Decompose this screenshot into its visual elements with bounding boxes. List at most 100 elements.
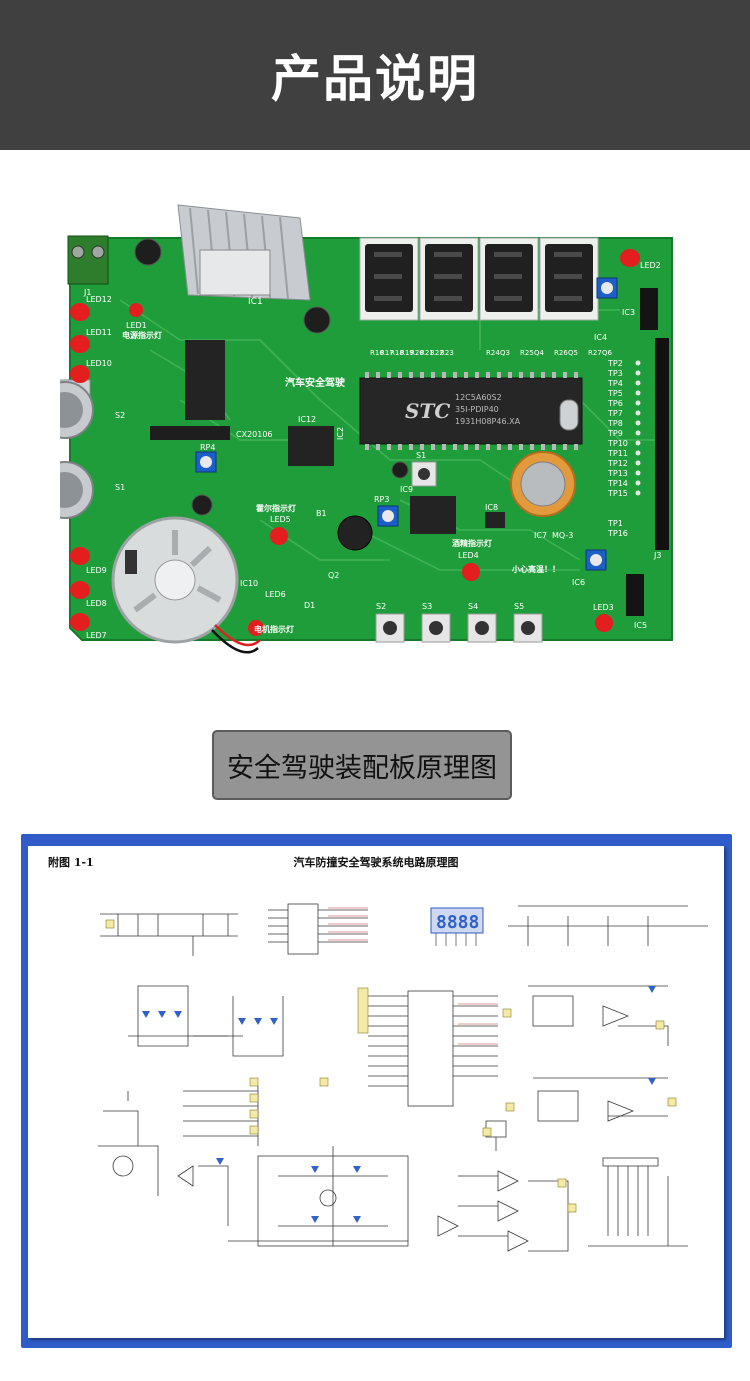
schematic-drawing: 8888 [98, 903, 708, 1252]
svg-text:TP7: TP7 [607, 409, 623, 418]
schematic-paper: 8888 附图 1-1 汽车防撞安全驾驶系统电路原理图 [28, 846, 724, 1338]
header-banner: 产品说明 [0, 0, 750, 150]
svg-text:R17: R17 [380, 349, 394, 357]
heatsink [177, 204, 311, 301]
svg-text:IC5: IC5 [634, 621, 647, 630]
svg-text:RP3: RP3 [374, 495, 389, 504]
schematic-display: 8888 [430, 907, 484, 946]
svg-text:IC4: IC4 [594, 333, 607, 342]
svg-text:TP9: TP9 [607, 429, 623, 438]
svg-text:LED10: LED10 [86, 359, 112, 368]
svg-text:R23: R23 [440, 349, 454, 357]
svg-text:R22: R22 [430, 349, 444, 357]
schematic-section-label: 安全驾驶装配板原理图 [212, 730, 512, 800]
svg-text:LED3: LED3 [593, 603, 614, 612]
pcb-board-photo: IC1 J1 [60, 204, 673, 654]
svg-text:RP4: RP4 [200, 443, 215, 452]
svg-text:R18: R18 [390, 349, 404, 357]
svg-text:R21: R21 [420, 349, 434, 357]
svg-text:MQ-3: MQ-3 [552, 531, 573, 540]
svg-text:LED12: LED12 [86, 295, 112, 304]
svg-text:R27: R27 [588, 349, 602, 357]
motor-led-label: 电机指示灯 [254, 624, 294, 634]
schematic-figure-label: 附图 1-1 [48, 856, 94, 869]
svg-text:S4: S4 [468, 602, 478, 611]
svg-text:R26: R26 [554, 349, 568, 357]
svg-text:TP5: TP5 [607, 389, 623, 398]
svg-text:R24: R24 [486, 349, 500, 357]
power-led-label: 电源指示灯 [122, 330, 162, 340]
svg-text:LED8: LED8 [86, 599, 107, 608]
schematic-title: 汽车防撞安全驾驶系统电路原理图 [293, 856, 459, 869]
label-j1: J1 [83, 288, 91, 297]
svg-text:TP4: TP4 [607, 379, 623, 388]
svg-text:CX20106: CX20106 [236, 430, 273, 439]
svg-text:TP13: TP13 [607, 469, 628, 478]
svg-text:LED4: LED4 [458, 551, 479, 560]
svg-text:S2: S2 [376, 602, 386, 611]
svg-text:TP1: TP1 [607, 519, 623, 528]
svg-text:TP6: TP6 [607, 399, 623, 408]
svg-text:Q2: Q2 [328, 571, 339, 580]
svg-text:LED6: LED6 [265, 590, 286, 599]
svg-text:IC7: IC7 [534, 531, 547, 540]
mcu-chip: STC 12C5A60S2 35I-PDIP40 1931H08P46.XA [359, 372, 583, 450]
svg-text:Q5: Q5 [568, 349, 578, 357]
svg-text:LED9: LED9 [86, 566, 107, 575]
svg-text:12C5A60S2: 12C5A60S2 [455, 393, 502, 402]
svg-text:TP16: TP16 [607, 529, 628, 538]
svg-text:S2: S2 [115, 411, 125, 420]
svg-text:TP12: TP12 [607, 459, 628, 468]
svg-text:S1: S1 [416, 451, 426, 460]
terminal-block-j1 [67, 235, 109, 285]
svg-text:J3: J3 [653, 551, 661, 560]
svg-text:TP15: TP15 [607, 489, 628, 498]
board-title: 汽车安全驾驶 [285, 376, 345, 389]
svg-text:LED11: LED11 [86, 328, 112, 337]
svg-text:1931H08P46.XA: 1931H08P46.XA [455, 417, 521, 426]
svg-text:IC3: IC3 [622, 308, 635, 317]
svg-text:TP14: TP14 [607, 479, 628, 488]
svg-text:D1: D1 [304, 601, 315, 610]
alcohol-sensor [510, 451, 576, 517]
hall-led-label: 霍尔指示灯 [256, 503, 296, 513]
svg-text:IC2: IC2 [336, 427, 345, 440]
svg-text:IC6: IC6 [572, 578, 585, 587]
svg-text:TP2: TP2 [607, 359, 623, 368]
svg-text:35I-PDIP40: 35I-PDIP40 [455, 405, 499, 414]
page-title: 产品说明 [271, 50, 479, 108]
svg-text:TP11: TP11 [607, 449, 628, 458]
svg-text:LED5: LED5 [270, 515, 291, 524]
label-ic1: IC1 [248, 297, 263, 307]
red-leds [70, 249, 640, 636]
svg-text:S3: S3 [422, 602, 432, 611]
svg-text:LED7: LED7 [86, 631, 107, 640]
svg-text:LED2: LED2 [640, 261, 661, 270]
svg-text:R16: R16 [370, 349, 384, 357]
section-label-text: 安全驾驶装配板原理图 [227, 752, 497, 784]
alcohol-led-label: 酒精指示灯 [452, 538, 492, 548]
svg-text:S1: S1 [115, 483, 125, 492]
svg-text:IC10: IC10 [240, 579, 258, 588]
svg-text:IC12: IC12 [298, 415, 316, 424]
svg-text:TP3: TP3 [607, 369, 623, 378]
svg-text:STC: STC [405, 399, 450, 423]
svg-text:S5: S5 [514, 602, 524, 611]
svg-text:Q6: Q6 [602, 349, 613, 357]
svg-text:R19: R19 [400, 349, 414, 357]
svg-text:R20: R20 [410, 349, 424, 357]
seven-segment-displays [359, 237, 599, 321]
push-buttons [375, 461, 543, 643]
svg-text:IC8: IC8 [485, 503, 498, 512]
motor-fan [111, 516, 261, 654]
warning-label: 小心高温！！ [511, 564, 560, 574]
svg-text:Q3: Q3 [500, 349, 510, 357]
svg-text:LED1: LED1 [126, 321, 147, 330]
svg-text:TP10: TP10 [607, 439, 628, 448]
svg-text:R25: R25 [520, 349, 534, 357]
svg-text:B1: B1 [316, 509, 327, 518]
svg-text:IC9: IC9 [400, 485, 413, 494]
ultrasonic-sensors [60, 379, 94, 519]
svg-text:TP8: TP8 [607, 419, 623, 428]
